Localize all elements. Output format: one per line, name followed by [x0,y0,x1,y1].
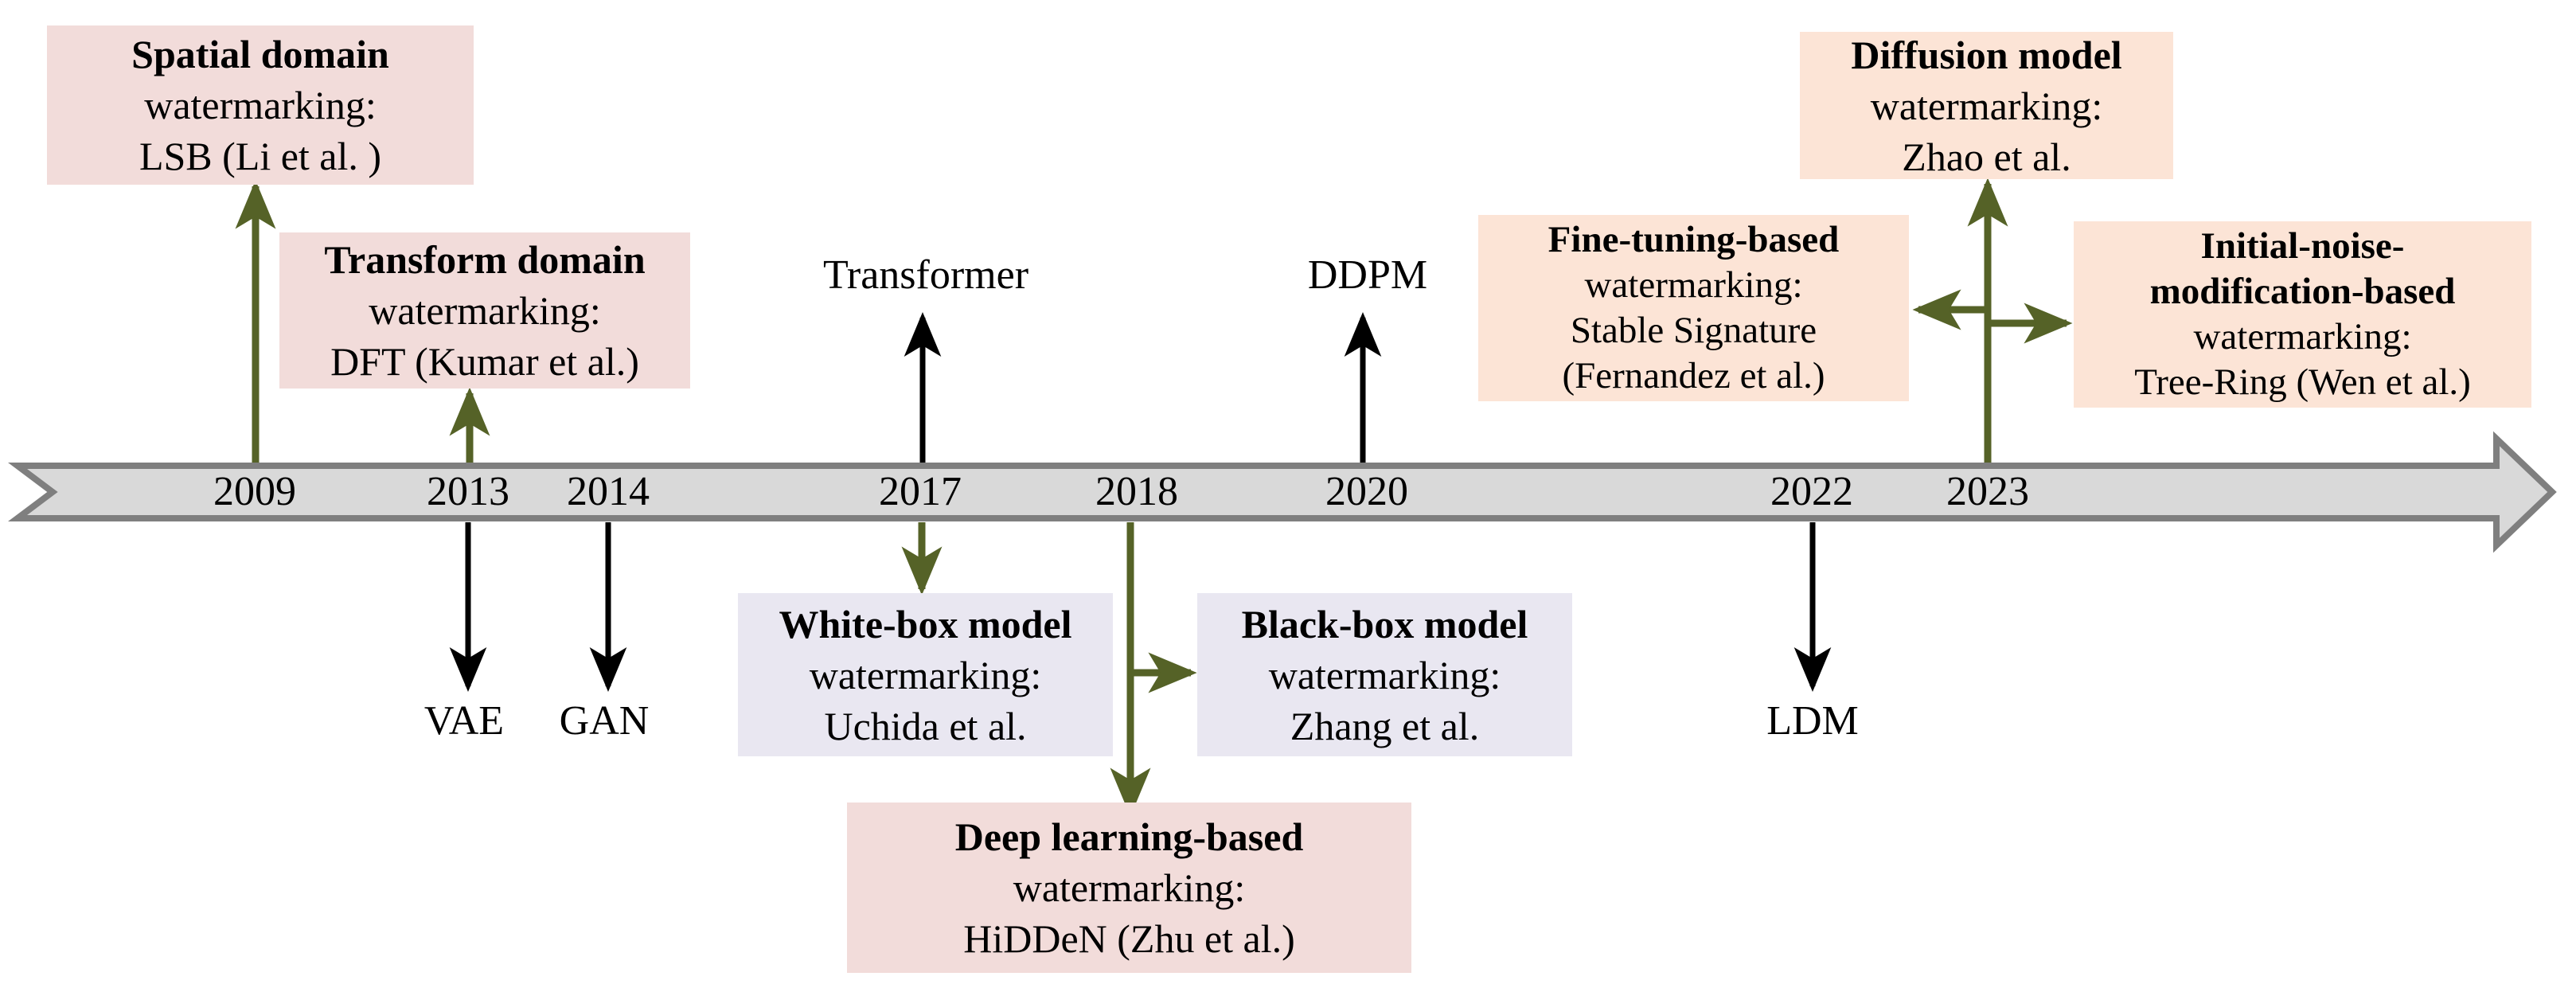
box-title: modification-based [2149,271,2456,312]
box-title: Diffusion model [1851,32,2122,77]
box-line: Tree-Ring (Wen et al.) [2134,361,2471,403]
year-2013: 2013 [427,469,509,514]
initial-noise-modification-watermarking-box: Initial-noise- modification-based waterm… [2074,221,2531,408]
box-line: DFT (Kumar et al.) [330,339,639,384]
year-2023: 2023 [1946,469,2029,514]
box-line: watermarking: [1013,865,1246,910]
fine-tuning-watermarking-box: Fine-tuning-based watermarking: Stable S… [1478,215,1909,401]
year-2022: 2022 [1770,469,1853,514]
box-line: watermarking: [2193,316,2412,357]
diffusion-model-watermarking-box: Diffusion model watermarking: Zhao et al… [1800,32,2173,179]
box-line: LSB (Li et al. ) [139,134,382,178]
deep-learning-watermarking-box: Deep learning-based watermarking: HiDDeN… [847,803,1411,973]
box-line: watermarking: [1584,264,1803,306]
box-line: watermarking: [809,652,1042,697]
box-title: Spatial domain [131,32,389,76]
box-line: Uchida et al. [824,703,1027,748]
box-title: Black-box model [1241,601,1528,646]
box-title: Initial-noise- [2200,225,2405,267]
box-line: watermarking: [1870,83,2103,128]
milestone-label-ddpm: DDPM [1307,252,1428,298]
box-title: Fine-tuning-based [1548,219,1840,260]
box-line: watermarking: [369,288,601,333]
white-box-model-watermarking-box: White-box model watermarking: Uchida et … [738,593,1113,756]
year-2018: 2018 [1095,469,1178,514]
milestone-label-ldm: LDM [1766,698,1859,744]
milestone-label-vae: VAE [423,698,505,744]
year-2017: 2017 [879,469,962,514]
box-line: Stable Signature [1570,310,1817,351]
milestone-label-transformer: Transformer [822,252,1029,298]
transform-domain-watermarking-box: Transform domain watermarking: DFT (Kuma… [279,232,690,389]
black-box-model-watermarking-box: Black-box model watermarking: Zhang et a… [1197,593,1572,756]
box-line: (Fernandez et al.) [1562,355,1825,396]
year-2009: 2009 [213,469,296,514]
year-2020: 2020 [1325,469,1408,514]
timeline-band [7,431,2557,553]
year-2014: 2014 [567,469,650,514]
box-line: watermarking: [144,83,377,127]
box-title: Transform domain [324,237,646,282]
box-line: HiDDeN (Zhu et al.) [963,916,1295,961]
box-title: White-box model [779,601,1072,646]
box-line: Zhao et al. [1902,134,2071,179]
box-title: Deep learning-based [954,814,1304,859]
box-line: watermarking: [1268,652,1501,697]
spatial-domain-watermarking-box: Spatial domain watermarking: LSB (Li et … [47,25,474,185]
box-line: Zhang et al. [1290,703,1480,748]
milestone-label-gan: GAN [559,698,650,744]
